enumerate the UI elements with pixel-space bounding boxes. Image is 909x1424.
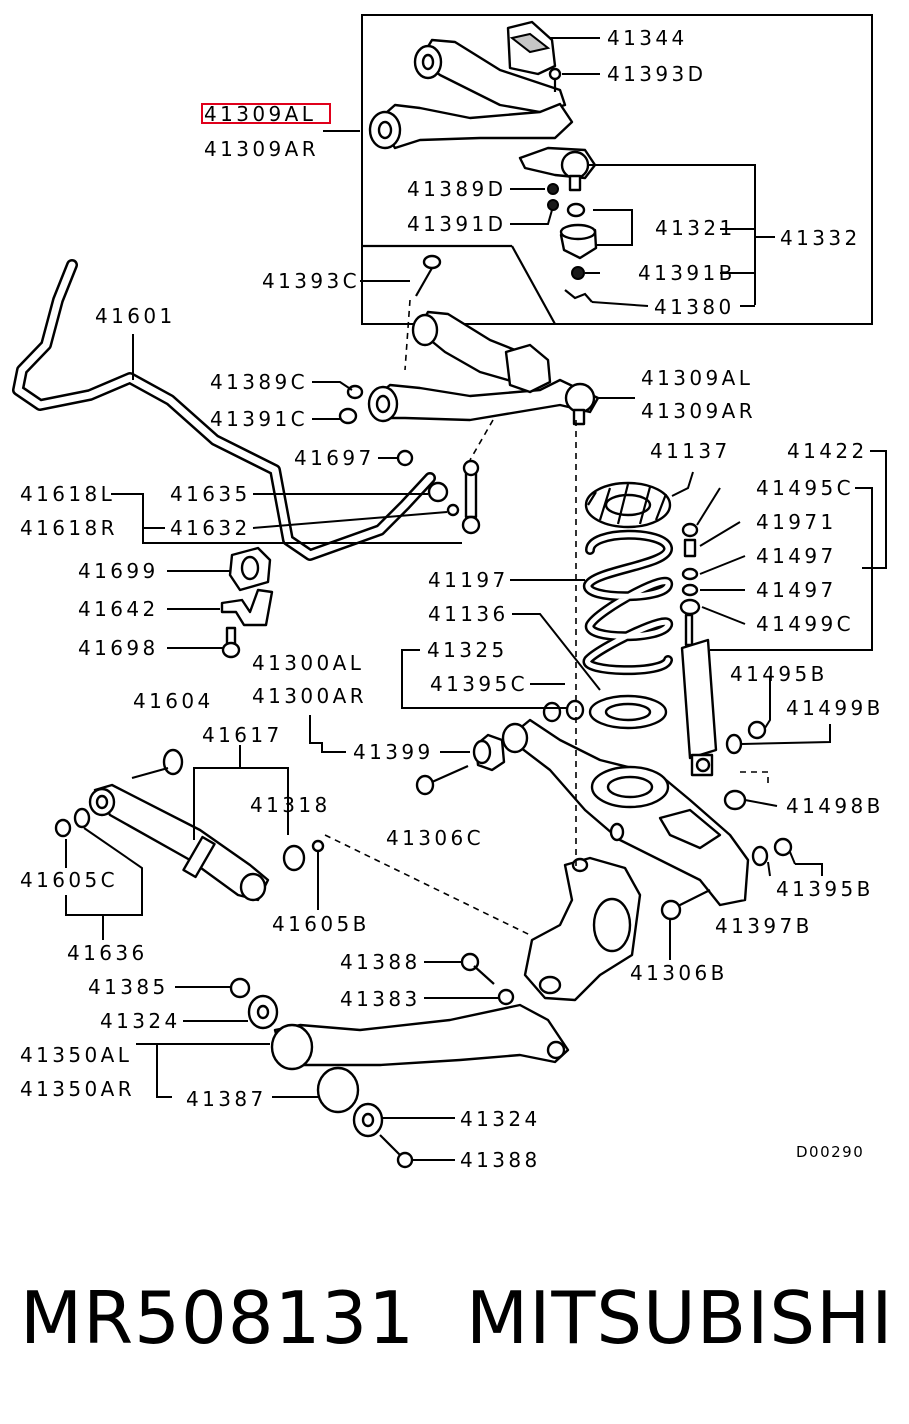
label-41324-top: 41324 [100,1009,181,1033]
label-41495C: 41495C [756,476,854,500]
label-41309AL-top: 41309AL [204,102,316,126]
lateral-rod-drawing [54,748,325,902]
label-41391C: 41391C [210,407,308,431]
drawing-code: D00290 [796,1143,864,1161]
label-41497-b: 41497 [756,578,837,602]
label-41497-a: 41497 [756,544,837,568]
label-41136: 41136 [428,602,509,626]
label-41387: 41387 [186,1087,267,1111]
label-41397B: 41397B [715,914,813,938]
label-41393D: 41393D [607,62,706,86]
label-41499C: 41499C [756,612,854,636]
label-41632: 41632 [170,516,251,540]
label-41605C: 41605C [20,868,118,892]
label-41395B: 41395B [776,877,874,901]
label-41300AR: 41300AR [252,684,367,708]
label-41306B: 41306B [630,961,728,985]
label-41300AL: 41300AL [252,651,364,675]
label-41325: 41325 [427,638,508,662]
label-41344: 41344 [607,26,688,50]
label-41388-mid: 41388 [340,950,421,974]
label-41698: 41698 [78,636,159,660]
label-41309AR-top: 41309AR [204,137,319,161]
label-41697: 41697 [294,446,375,470]
label-41636: 41636 [67,941,148,965]
label-41385: 41385 [88,975,169,999]
label-41389C: 41389C [210,370,308,394]
detail-inset-frame [361,14,873,325]
label-41332: 41332 [780,226,861,250]
footer: MR508131 MITSUBISHI [0,1268,909,1378]
label-41495B: 41495B [730,662,828,686]
label-41642: 41642 [78,597,159,621]
label-41137: 41137 [650,439,731,463]
label-41605B: 41605B [272,912,370,936]
lower-arm-drawing [415,699,750,907]
label-41498B: 41498B [786,794,884,818]
label-41618R: 41618R [20,516,118,540]
label-41399: 41399 [353,740,434,764]
part-labels: 41344 41393D 41309AL 41309AR 41389D 4139… [20,26,884,1172]
label-41321: 41321 [655,216,736,240]
highlight-box [201,103,331,124]
label-41383: 41383 [340,987,421,1011]
label-41635: 41635 [170,482,251,506]
label-41318: 41318 [250,793,331,817]
label-41422: 41422 [787,439,868,463]
label-41601: 41601 [95,304,176,328]
label-41604: 41604 [133,689,214,713]
label-41350AL: 41350AL [20,1043,132,1067]
label-41699: 41699 [78,559,159,583]
label-41617: 41617 [202,723,283,747]
spring-shock-drawing [582,481,767,811]
label-41395C: 41395C [430,672,528,696]
label-41380: 41380 [654,295,735,319]
label-41391B: 41391B [638,261,736,285]
label-41971: 41971 [756,510,837,534]
trailing-arm-drawing [229,977,570,1169]
label-41499B: 41499B [786,696,884,720]
brand-name: MITSUBISHI [466,1276,894,1360]
label-41197: 41197 [428,568,509,592]
parts-diagram: 41344 41393D 41309AL 41309AR 41389D 4139… [12,14,887,1172]
upper-arm-detail-drawing [368,20,598,303]
label-41306C: 41306C [386,826,484,850]
label-41309AR-mid: 41309AR [641,399,756,423]
upper-arm-assembly-drawing [338,254,600,535]
label-41350AR: 41350AR [20,1077,135,1101]
knuckle-drawing [460,837,793,1006]
label-41389D: 41389D [407,177,506,201]
label-41324-bottom: 41324 [460,1107,541,1131]
part-number: MR508131 [20,1276,415,1360]
label-41618L: 41618L [20,482,115,506]
label-41393C: 41393C [262,269,360,293]
label-41391D: 41391D [407,212,506,236]
label-41388-bottom: 41388 [460,1148,541,1172]
label-41309AL-mid: 41309AL [641,366,753,390]
leader-lines [65,37,887,1161]
